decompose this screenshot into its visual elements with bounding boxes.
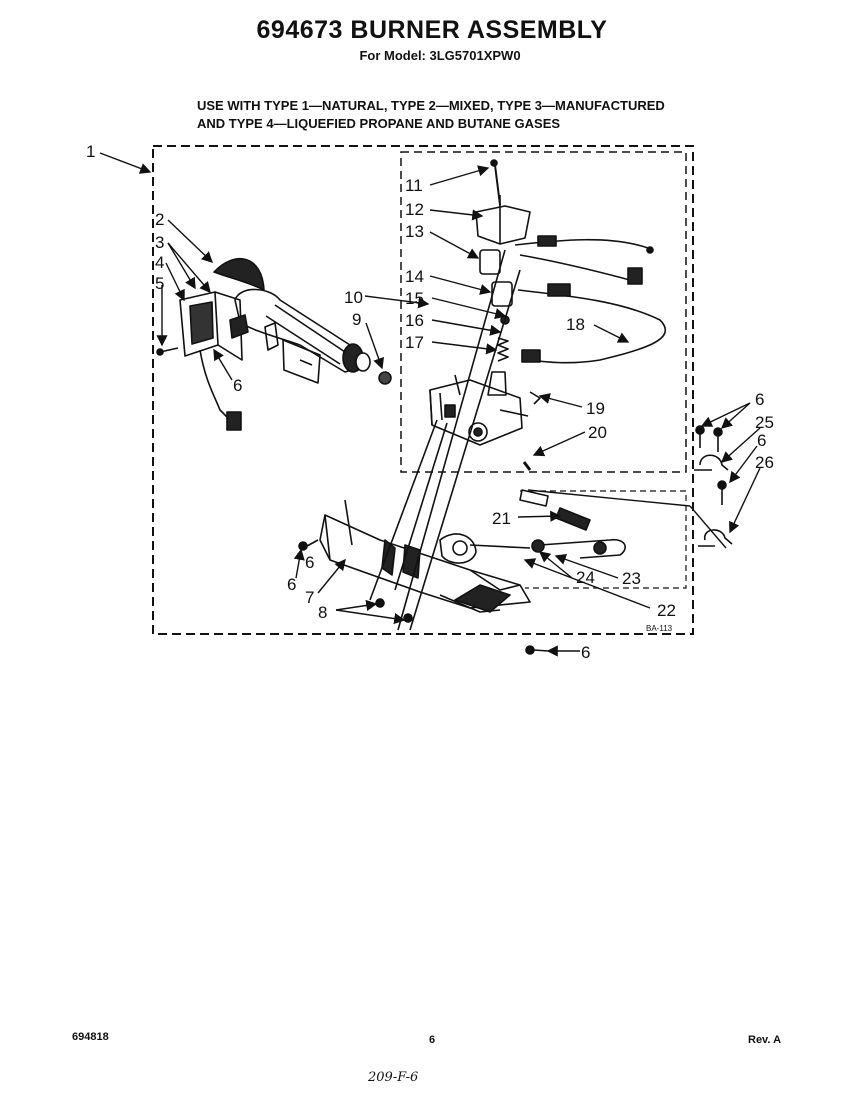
wire-harness (514, 238, 667, 364)
outer-dashed-boundary (152, 145, 694, 635)
burner-tube (234, 288, 357, 373)
callout-25: 25 (755, 413, 774, 432)
callout-2: 2 (155, 210, 164, 229)
callout-21: 21 (492, 509, 511, 528)
callout-12: 12 (405, 200, 424, 219)
coil-cover (475, 205, 531, 245)
callout-8: 8 (318, 603, 327, 622)
revision-label: Rev. A (748, 1034, 782, 1046)
callout-4: 4 (155, 253, 164, 272)
wire-clamp-lower (704, 529, 733, 545)
page-title: 694673 BURNER ASSEMBLY (256, 16, 608, 44)
valve-subassembly-boundary (400, 151, 687, 473)
callout-16: 16 (405, 311, 424, 330)
igniter (519, 489, 549, 507)
callout-5: 5 (155, 274, 164, 293)
callout-6a: 6 (233, 376, 242, 395)
gas-type-note-line-1: USE WITH TYPE 1—NATURAL, TYPE 2—MIXED, T… (197, 98, 665, 113)
page-number: 6 (429, 1034, 436, 1046)
plunger-spring (497, 337, 509, 362)
callout-18: 18 (566, 315, 585, 334)
sensor-connector (226, 411, 242, 431)
callout-20: 20 (588, 423, 607, 442)
callout-17: 17 (405, 333, 424, 352)
orifice (378, 371, 392, 385)
diagram-ref-code: BA-113 (646, 624, 673, 633)
model-line: For Model: 3LG5701XPW0 (359, 48, 521, 63)
part-number: 694818 (72, 1031, 109, 1043)
burner-cap (213, 257, 265, 291)
callout-3: 3 (155, 233, 164, 252)
callout-6e: 6 (757, 431, 766, 450)
gas-type-note-line-2: AND TYPE 4—LIQUEFIED PROPANE AND BUTANE … (197, 116, 561, 131)
handwritten-note: 209-F-6 (368, 1070, 419, 1085)
wire-clamp-upper (699, 454, 729, 471)
callout-22: 22 (657, 601, 676, 620)
igniter-bracket-outline (520, 490, 687, 589)
callout-19: 19 (586, 399, 605, 418)
callout-6d: 6 (755, 390, 764, 409)
callout-15: 15 (405, 289, 424, 308)
callout-9: 9 (352, 310, 361, 329)
callout-23: 23 (622, 569, 641, 588)
callout-7: 7 (305, 588, 314, 607)
callout-10: 10 (344, 288, 363, 307)
callout-6b: 6 (287, 575, 296, 594)
callout-11: 11 (405, 176, 423, 195)
callout-6c: 6 (581, 643, 590, 662)
callout-26: 26 (755, 453, 774, 472)
tube-support-plate (264, 322, 279, 351)
callout-6f: 6 (305, 553, 314, 572)
callout-1: 1 (86, 142, 95, 161)
callout-14: 14 (405, 267, 424, 286)
solenoid-coil-upper (479, 249, 501, 275)
callout-24: 24 (576, 568, 595, 587)
callout-13: 13 (405, 222, 424, 241)
